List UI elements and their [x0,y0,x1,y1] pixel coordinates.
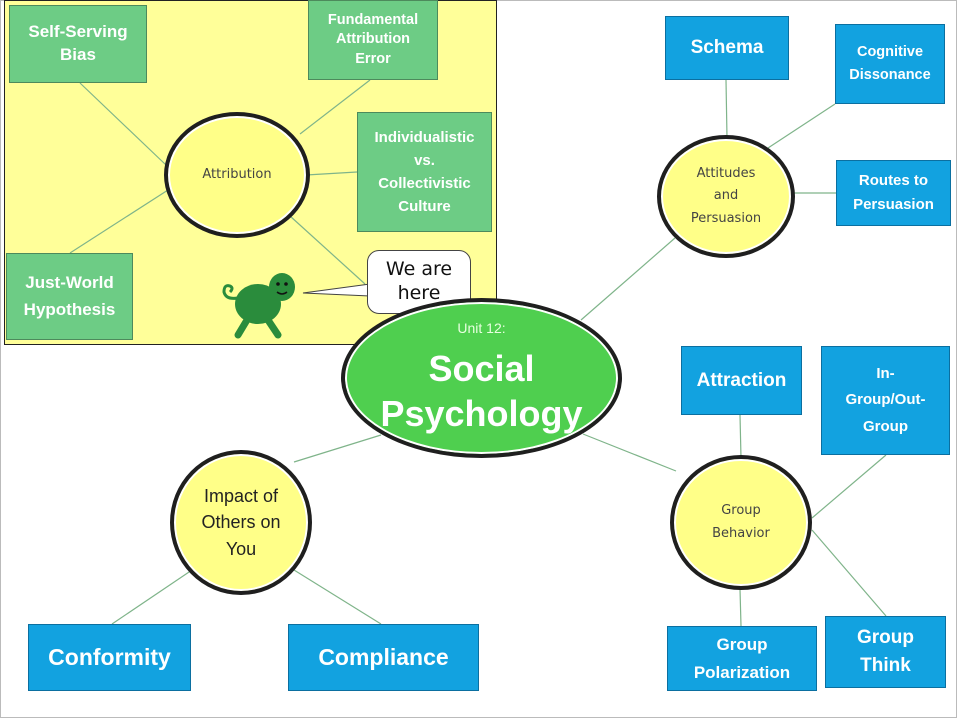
connector-individualistic [305,171,358,176]
individualistic-collectivistic-box: Individualistic vs. Collectivistic Cultu… [357,112,492,232]
group-think-label: Group Think [857,626,914,677]
schema-label: Schema [690,37,764,59]
conformity-label: Conformity [48,643,171,670]
impact-circle: Impact of Others on You [170,450,312,595]
connector-in-out-group [811,454,887,519]
connector-polarization [739,588,742,627]
speech-bubble: We are here [367,250,471,314]
routes-to-persuasion-box: Routes to Persuasion [836,160,951,226]
in-out-group-label: In-Group/Out-Group [845,365,926,435]
compliance-label: Compliance [318,643,449,670]
group-behavior-label: Group Behavior [712,503,770,541]
self-serving-bias-box: Self-Serving Bias [9,5,147,83]
connector-just-world [69,189,169,254]
connector-attribution-center [289,215,366,285]
impact-label: Impact of Others on You [201,486,281,559]
connector-impact-center [293,434,382,463]
center-topic: Unit 12: Social Psychology [341,298,622,458]
group-polarization-label: Group Polarization [693,635,791,682]
individualistic-collectivistic-label: Individualistic vs. Collectivistic Cultu… [374,128,475,216]
connector-attraction [739,414,742,459]
unit-label: Unit 12: [457,320,506,336]
turtle-mascot-icon [222,273,295,339]
attitudes-circle: Attitudes and Persuasion [657,135,795,258]
center-title: Social Psychology [380,348,583,434]
attribution-label: Attribution [202,166,272,182]
self-serving-bias-label: Self-Serving Bias [28,22,128,64]
connector-attitudes-center [580,237,676,321]
attitudes-label: Attitudes and Persuasion [690,166,762,226]
speech-bubble-text: We are here [385,258,453,304]
schema-box: Schema [665,16,789,80]
cognitive-dissonance-box: Cognitive Dissonance [835,24,945,104]
connector-cognitive-dissonance [767,103,836,149]
in-out-group-box: In-Group/Out-Group [821,346,950,455]
attraction-box: Attraction [681,346,802,415]
cognitive-dissonance-label: Cognitive Dissonance [849,43,931,83]
connector-group-center [582,433,677,472]
fundamental-attribution-error-box: Fundamental Attribution Error [308,0,438,80]
group-behavior-circle: Group Behavior [670,455,812,590]
connector-compliance [293,569,382,625]
group-polarization-box: Group Polarization [667,626,817,691]
connector-group-think [811,529,887,617]
fundamental-attribution-error-label: Fundamental Attribution Error [327,11,419,67]
routes-to-persuasion-label: Routes to Persuasion [853,172,934,213]
compliance-box: Compliance [288,624,479,691]
attribution-circle: Attribution [164,112,310,238]
connector-schema [725,79,728,139]
connector-conformity [111,569,193,625]
connector-fundamental-error [299,79,371,135]
just-world-hypothesis-label: Just-World Hypothesis [23,273,116,319]
attraction-label: Attraction [696,369,787,391]
conformity-box: Conformity [28,624,191,691]
connector-self-serving [79,82,167,166]
group-think-box: Group Think [825,616,946,688]
just-world-hypothesis-box: Just-World Hypothesis [6,253,133,340]
